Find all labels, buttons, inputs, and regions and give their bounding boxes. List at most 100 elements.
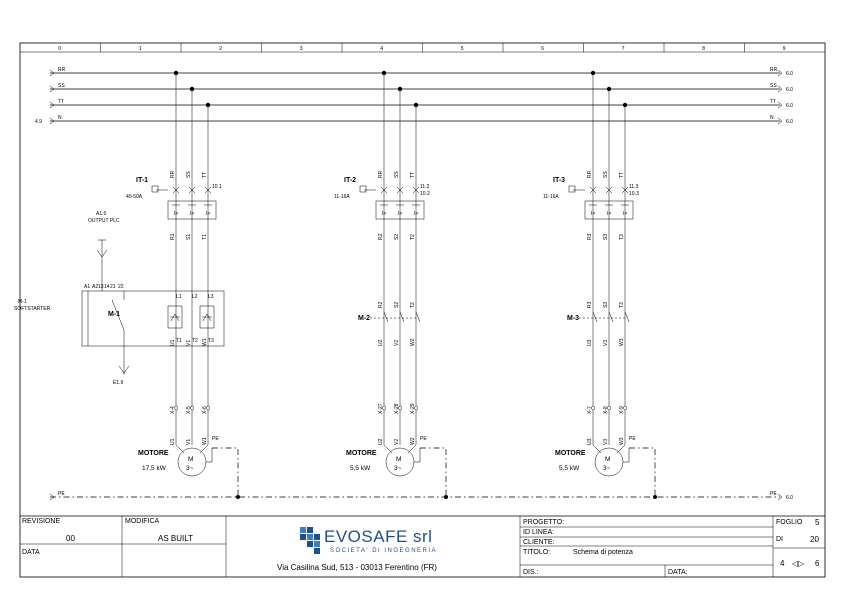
dis-label: DIS.: [523,569,539,576]
bus-ref: 6.0 [786,87,793,93]
softstarter-term: 22 [118,284,124,290]
motor-term: U3 [587,438,593,445]
svg-text:I>: I> [206,211,210,217]
motor-label: MOTORE [346,450,377,457]
breaker-name: IT-2 [344,177,356,184]
prev-page[interactable]: 4 [780,559,785,568]
terminal: X-4 [170,406,176,414]
pe-name-left: PE [58,491,65,497]
softstarter-block: M-1 SOFTSTARTER A1.5 OUTPUT PLC M-1 E1.9… [14,211,225,386]
plc-ref: A1.5 [96,211,107,217]
out-term: V2 [394,340,400,346]
mid-term: S2 [394,234,400,240]
motor-label: MOTORE [138,450,169,457]
revisione-label: REVISIONE [22,518,60,525]
company-address: Via Casilina Sud, 513 - 03013 Ferentino … [277,563,437,572]
mid-term: T3 [619,234,625,240]
breaker-body [375,200,425,220]
bus-left-ref: 4.9 [35,119,42,125]
next-page[interactable]: 6 [815,559,820,568]
terminal: X-29 [410,403,416,414]
data-label: DATA [22,549,40,556]
bus-name-left: SS [58,83,65,89]
column-label: 0 [58,46,61,52]
svg-text:I>: I> [607,211,611,217]
input-term: RR [587,170,593,178]
column-label: 7 [622,46,625,52]
svg-text:I>: I> [414,211,418,217]
terminal: X-9 [619,406,625,414]
motor-term: W1 [202,437,208,445]
mid-term-2: S3 [603,302,609,308]
company-subtitle: SOCIETA' DI INGEGNERIA [330,548,437,554]
input-term: SS [603,171,609,178]
motor-power: 5,5 kW [350,465,371,472]
terminal: X-5 [186,406,192,414]
terminal: X-8 [603,406,609,414]
softstarter-term: T2 [192,338,198,344]
out-term: W2 [410,338,416,346]
di-value: 20 [810,535,819,544]
softstarter-term: T3 [208,338,214,344]
breaker-body [167,200,217,220]
softstarter-label: SOFTSTARTER [14,306,51,312]
mid-term-2: T2 [410,302,416,308]
column-label: 6 [541,46,544,52]
column-label: 3 [300,46,303,52]
mid-term: R2 [378,233,384,240]
svg-text:PE: PE [212,436,219,442]
motor-label: MOTORE [555,450,586,457]
plc-label: OUTPUT PLC [88,218,120,224]
modifica-label: MODIFICA [125,518,160,525]
out-term: U1 [170,339,176,346]
di-label: DI [776,536,783,543]
svg-text:PE: PE [629,436,636,442]
softstarter-term: L1 [176,294,182,300]
column-label: 4 [380,46,383,52]
breaker-rating: 40-50A [126,194,143,200]
bus-name-left: TT [58,99,64,105]
softstarter-out-ref: E1.9 [113,380,124,386]
motor-power: 5,5 kW [559,465,580,472]
title-block: REVISIONE 00 MODIFICA AS BUILT DATA EVOS… [20,515,825,577]
foglio-value: 5 [815,518,820,527]
input-term: SS [186,171,192,178]
softstarter-term: 14 [104,284,110,290]
mid-term: R1 [170,233,176,240]
motor-phase: 3~ [186,465,194,472]
motor-term: V3 [603,439,609,445]
out-term: W3 [619,338,625,346]
svg-text:I>: I> [382,211,386,217]
contactor-name: M-2 [358,315,370,322]
mid-term-2: R3 [587,301,593,308]
company-name: EVOSAFE srl [324,527,432,546]
column-label: 2 [219,46,222,52]
input-term: RR [378,170,384,178]
input-term: TT [410,172,416,178]
bus-ref: 6.0 [786,119,793,125]
column-label: 1 [139,46,142,52]
breaker-aux: 10.2 [420,191,430,197]
bus-name-right: N [770,115,774,121]
input-term: SS [394,171,400,178]
page-nav-icon[interactable]: ◁▷ [791,559,805,568]
motor-term: V1 [186,439,192,445]
motor-term: U1 [170,438,176,445]
terminal: X-6 [202,406,208,414]
company-logo [300,527,320,554]
softstarter-title: M-1 [108,311,120,318]
svg-text:I>: I> [174,211,178,217]
data2-label: DATA: [668,569,688,576]
input-term: TT [619,172,625,178]
out-term: W1 [202,338,208,346]
softstarter-term: 21 [110,284,116,290]
bus-ref: 6.0 [786,103,793,109]
pe-ref: 6.0 [786,495,793,501]
foglio-label: FOGLIO [776,519,803,526]
